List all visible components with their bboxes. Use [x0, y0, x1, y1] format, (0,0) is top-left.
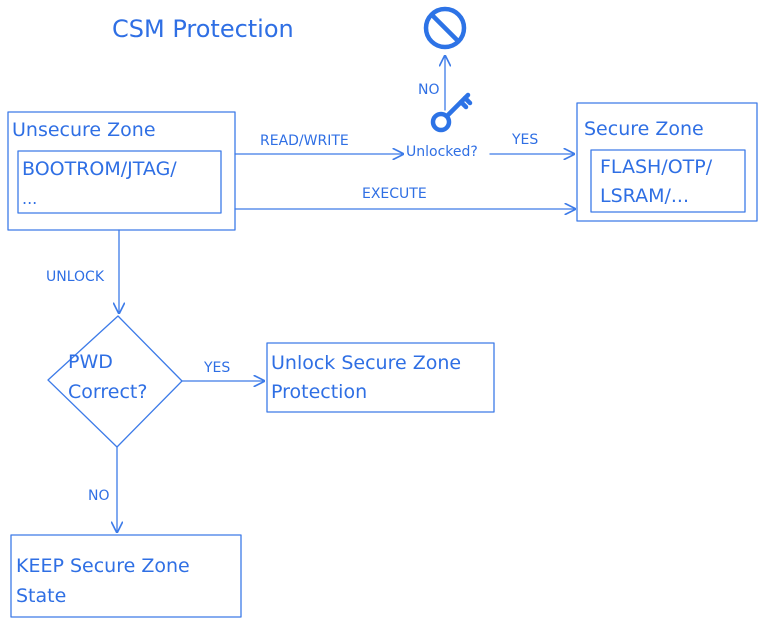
keep-state-line2: State: [16, 585, 66, 607]
secure-zone-node: Secure Zone FLASH/OTP/ LSRAM/...: [576, 102, 758, 222]
execute-label: EXECUTE: [362, 186, 427, 202]
secure-zone-inner-line1: FLASH/OTP/: [600, 156, 713, 178]
no-keep-label: NO: [88, 488, 110, 504]
pwd-decision-node: PWD Correct?: [47, 315, 183, 448]
secure-zone-inner-line2: LSRAM/...: [600, 185, 689, 207]
unlock-action-line1: Unlock Secure Zone: [271, 352, 461, 374]
unlocked-check-label: Unlocked?: [406, 144, 478, 160]
pwd-decision-line2: Correct?: [68, 381, 147, 403]
diagram-title: CSM Protection: [112, 15, 294, 43]
unlock-action-line2: Protection: [271, 381, 367, 403]
yes-secure-label: YES: [511, 132, 538, 148]
unlock-label: UNLOCK: [46, 269, 105, 285]
unsecure-zone-inner-line2: ...: [22, 189, 37, 208]
unsecure-zone-label: Unsecure Zone: [12, 119, 156, 141]
unsecure-zone-node: Unsecure Zone BOOTROM/JTAG/ ...: [7, 111, 236, 231]
key-icon: [430, 92, 473, 133]
keep-state-node: KEEP Secure Zone State: [10, 534, 242, 618]
read-write-label: READ/WRITE: [260, 133, 349, 149]
pwd-decision-line1: PWD: [68, 351, 113, 373]
prohibited-icon: [423, 6, 467, 50]
unlock-action-node: Unlock Secure Zone Protection: [266, 342, 495, 413]
unsecure-zone-inner-line1: BOOTROM/JTAG/: [22, 158, 177, 180]
yes-unlock-label: YES: [203, 360, 230, 376]
secure-zone-label: Secure Zone: [584, 118, 704, 140]
keep-state-line1: KEEP Secure Zone: [16, 555, 190, 577]
no-deny-label: NO: [418, 82, 440, 98]
